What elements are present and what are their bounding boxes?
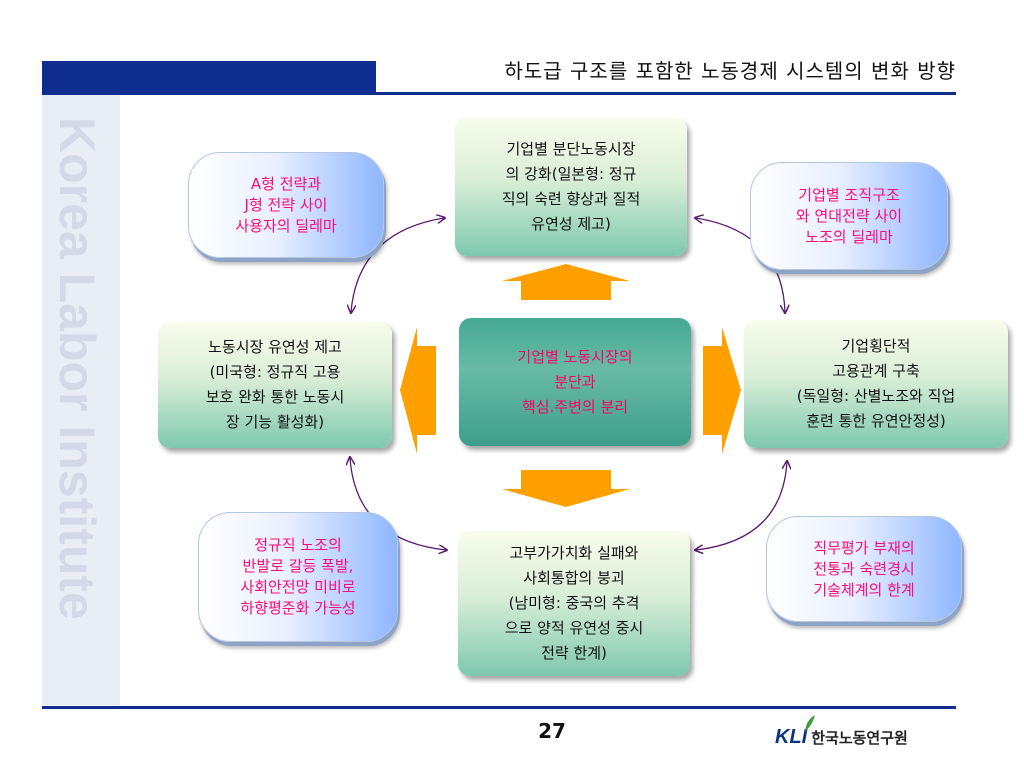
dilemma-employer: A형 전략과 J형 전략 사이 사용자의 딜레마 <box>188 152 384 258</box>
header-bar <box>42 61 376 94</box>
logo-mark: KLI <box>775 726 808 748</box>
header-divider <box>42 92 956 95</box>
watermark-text: Korea Labor Institute <box>49 117 105 620</box>
footer-divider <box>42 706 956 709</box>
dilemma-regular-workers: 정규직 노조의 반발로 갈등 폭발, 사회안전망 미비로 하향평준화 가능성 <box>198 512 398 642</box>
page-number: 27 <box>538 719 566 743</box>
dilemma-job-evaluation: 직무평가 부재의 전통과 숙련경시 기술체계의 한계 <box>766 516 962 622</box>
curve-top-left <box>351 218 444 312</box>
curve-bottom-right <box>696 462 787 550</box>
arrow-left <box>400 327 436 454</box>
arrow-down <box>502 470 630 507</box>
page-title: 하도급 구조를 포함한 노동경제 시스템의 변화 방향 <box>504 59 956 83</box>
box-right-germany-type: 기업횡단적 고용관계 구축 (독일형: 산별노조와 직업 훈련 통한 유연안정성… <box>744 320 1008 448</box>
side-band <box>42 95 120 705</box>
logo-leaf-icon <box>805 715 815 732</box>
arrow-right <box>703 327 741 454</box>
box-bottom-latam-type: 고부가가치화 실패와 사회통합의 붕괴 (남미형: 중국의 추격 으로 양적 유… <box>458 531 690 676</box>
box-left-us-type: 노동시장 유연성 제고 (미국형: 정규직 고용 보호 완화 통한 노동시 장 … <box>158 322 392 448</box>
watermark: Korea Labor Institute <box>49 117 105 620</box>
arrow-up <box>502 264 630 300</box>
box-center-core: 기업별 노동시장의 분단과 핵심.주변의 분리 <box>459 318 691 446</box>
dilemma-union: 기업별 조직구조 와 연대전략 사이 노조의 딜레마 <box>750 162 948 270</box>
logo-text: 한국노동연구원 <box>811 729 908 747</box>
box-top-japan-type: 기업별 분단노동시장 의 강화(일본형: 정규 직의 숙련 향상과 질적 유연성… <box>455 118 687 256</box>
